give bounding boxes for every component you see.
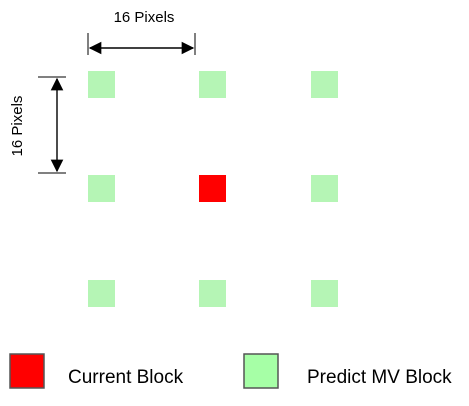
legend-predict-mv-block-swatch <box>243 353 279 389</box>
predict-mv-block <box>311 175 338 202</box>
horizontal-dimension-label: 16 Pixels <box>114 9 175 26</box>
current-block <box>199 175 226 202</box>
legend-predict-mv-block-label: Predict MV Block <box>307 367 452 388</box>
legend-current-block-label: Current Block <box>68 367 184 388</box>
legend-current-block-swatch <box>9 353 45 389</box>
predict-mv-block <box>311 71 338 98</box>
predict-mv-block <box>199 280 226 307</box>
block-grid <box>88 71 338 307</box>
vertical-dimension-label: 16 Pixels <box>9 96 26 157</box>
predict-mv-block <box>88 280 115 307</box>
predict-mv-block <box>199 71 226 98</box>
predict-mv-block <box>88 71 115 98</box>
legend: Current Block Predict MV Block <box>9 353 452 389</box>
predict-mv-block <box>311 280 338 307</box>
predict-mv-block <box>88 175 115 202</box>
vertical-dimension: 16 Pixels <box>9 76 66 174</box>
horizontal-dimension: 16 Pixels <box>87 9 196 55</box>
